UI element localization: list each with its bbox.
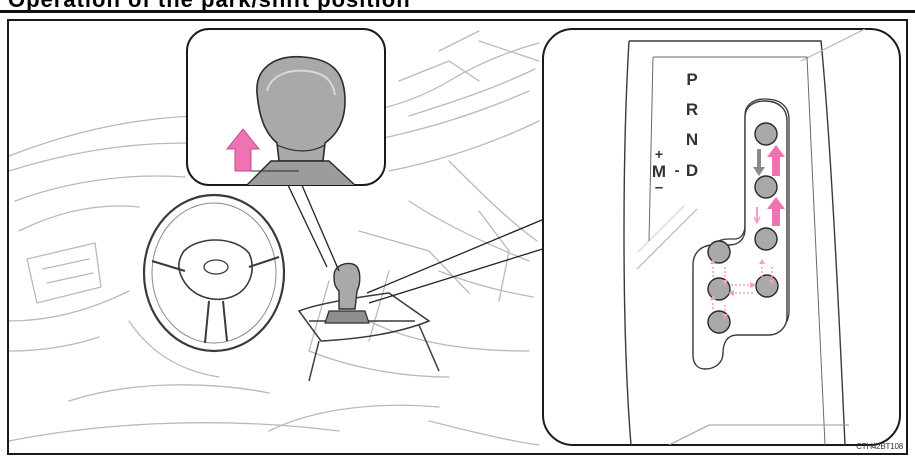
detent-r: [755, 176, 777, 198]
detent-d: [756, 275, 778, 297]
center-console: [299, 293, 439, 381]
detent-m-plus: [708, 241, 730, 263]
shift-lever-illustration: P R N D + M - –: [9, 21, 906, 453]
cut-heading: Operation of the park/shift position: [0, 0, 915, 10]
label-d: D: [686, 161, 698, 180]
cut-heading-text: Operation of the park/shift position: [8, 0, 411, 10]
label-dash: -: [675, 162, 680, 179]
shift-knob-small: [325, 263, 369, 323]
steering-wheel: [144, 195, 284, 351]
label-plus: +: [655, 146, 663, 162]
detent-n: [755, 228, 777, 250]
label-minus: –: [655, 179, 663, 196]
shift-gate-panel: P R N D + M - –: [543, 29, 900, 445]
figure-frame: P R N D + M - – CTH42BT108: [7, 19, 908, 455]
detent-p: [755, 123, 777, 145]
label-r: R: [686, 100, 698, 119]
label-n: N: [686, 130, 698, 149]
leader-lines: [287, 183, 549, 303]
label-p: P: [686, 70, 697, 89]
knob-closeup-inset: [187, 29, 385, 187]
figure-code: CTH42BT108: [856, 442, 903, 451]
